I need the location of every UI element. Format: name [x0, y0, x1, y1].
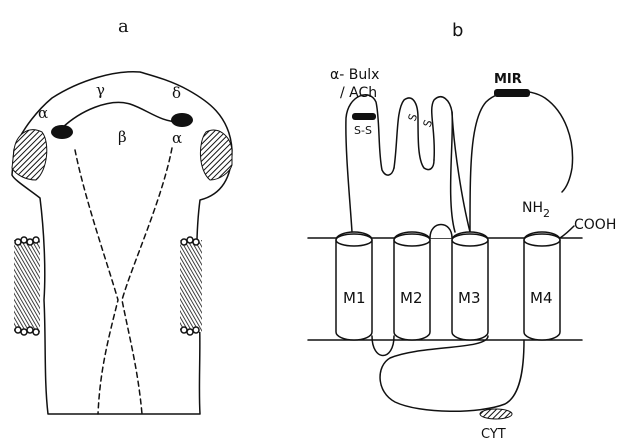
extracellular-loop-2 — [394, 98, 434, 170]
lipid-bilayer-left — [14, 237, 40, 335]
cyt-label: CYT — [481, 427, 506, 442]
binding-site-label-line2: / ACh — [340, 85, 377, 101]
subunit-alpha-right: α — [172, 129, 182, 147]
m2-label: M2 — [400, 289, 423, 307]
binding-site-label-line1: α- Bulx — [330, 67, 379, 83]
ach-site-right — [171, 113, 193, 127]
ach-site-left — [51, 125, 73, 139]
cyto-loop-m1-m2 — [372, 336, 394, 356]
mir-bar — [494, 89, 530, 97]
helix-m4 — [524, 232, 560, 340]
nh2-label: NH2 — [522, 200, 550, 220]
alpha-right-site — [200, 130, 232, 180]
m1-label: M1 — [343, 289, 366, 307]
extracellular-loop-3 — [432, 97, 455, 232]
extracellular-loop-mir — [452, 112, 470, 232]
panel-a: a α γ δ β α — [12, 16, 232, 414]
panel-b: b — [308, 20, 616, 442]
cyto-loop-m3-m4 — [380, 336, 524, 411]
loop-m2-m3 — [430, 225, 452, 239]
lipid-bilayer-right — [180, 237, 202, 335]
cyt-phosphorylation-site — [480, 409, 512, 419]
mir-label: MIR — [494, 72, 522, 87]
vestibule-top-line — [60, 102, 180, 130]
panel-a-label: a — [118, 16, 129, 37]
helix-m1 — [336, 232, 372, 340]
disulfide-label-2b: S — [421, 118, 436, 129]
channel-left-dashed — [75, 150, 118, 414]
cooh-label: COOH — [574, 217, 616, 233]
subunit-delta: δ — [172, 84, 181, 102]
subunit-alpha-left: α — [38, 104, 48, 122]
alpha-left-site — [12, 130, 47, 180]
m4-label: M4 — [530, 289, 553, 307]
m3-label: M3 — [458, 289, 481, 307]
disulfide-label-1: S-S — [354, 124, 372, 137]
panel-b-label: b — [452, 20, 463, 41]
subunit-gamma: γ — [96, 81, 105, 99]
helix-m2 — [394, 232, 430, 340]
ach-binding-bar — [352, 113, 376, 120]
subunit-beta: β — [118, 128, 127, 146]
cooh-tail — [560, 226, 574, 238]
channel-right-dashed — [122, 148, 172, 414]
helix-m3 — [452, 232, 488, 340]
